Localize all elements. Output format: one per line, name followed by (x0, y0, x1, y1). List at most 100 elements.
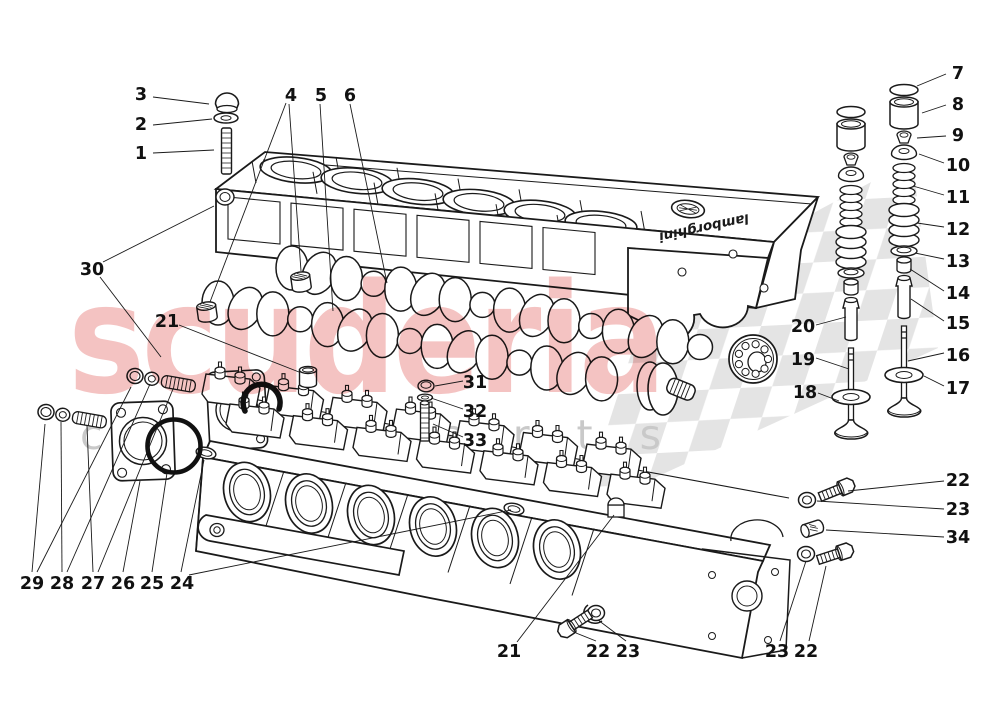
leader-line (99, 276, 162, 358)
dome-cap-nut (607, 497, 625, 518)
camshaft-upper (275, 245, 778, 384)
part-label-28-26: 28 (50, 574, 74, 594)
part-label-7-8: 7 (952, 64, 964, 84)
leader-line (209, 102, 287, 303)
leader-line (66, 383, 151, 573)
leader-line (847, 480, 945, 492)
o-ring (145, 417, 203, 475)
leader-line (516, 514, 615, 643)
part-label-23-33: 23 (616, 642, 640, 662)
leader-line (180, 459, 205, 573)
leader-line (288, 103, 302, 272)
leader-line (122, 480, 141, 573)
part-label-5-4: 5 (315, 86, 327, 106)
part-label-22-32: 22 (586, 642, 610, 662)
part-label-1-2: 1 (135, 144, 147, 164)
leader-line (152, 96, 210, 105)
part-label-31-22: 31 (463, 373, 487, 393)
leader-line (575, 632, 597, 642)
leader-line (916, 73, 947, 87)
cam-bushing (298, 365, 318, 389)
leader-line (97, 388, 174, 573)
part-label-20-19: 20 (791, 317, 815, 337)
leader-line (779, 560, 807, 642)
leader-line (102, 205, 215, 263)
part-label-11-12: 11 (946, 188, 970, 208)
exploded-drawing: lamborghini (37, 83, 924, 660)
leader-line (151, 472, 168, 573)
leader-line (921, 104, 947, 114)
part-label-23-37: 23 (946, 500, 970, 520)
leader-line (430, 397, 464, 410)
leader-line (349, 103, 388, 284)
leader-line (817, 392, 840, 402)
bolt-22 (816, 475, 858, 505)
part-label-30-6: 30 (80, 260, 104, 280)
leader-line (178, 324, 300, 373)
leader-line (916, 135, 947, 139)
part-label-10-11: 10 (946, 156, 970, 176)
leader-line (914, 252, 945, 260)
cam-cover: lamborghini (213, 151, 820, 344)
leader-line (909, 268, 945, 292)
leader-line (815, 316, 847, 326)
leader-line (923, 375, 945, 387)
part-label-6-5: 6 (344, 86, 356, 106)
cylinder-head (194, 362, 791, 660)
part-label-8-9: 8 (952, 95, 964, 115)
part-label-29-25: 29 (20, 574, 44, 594)
leader-line (907, 352, 945, 362)
leader-line (808, 565, 827, 642)
part-label-34-38: 34 (946, 528, 970, 548)
leader-line (86, 425, 94, 573)
part-label-15-16: 15 (946, 314, 970, 334)
leader-line (597, 619, 627, 642)
leader-line (825, 529, 945, 538)
bolt-22 (814, 540, 856, 568)
watermark-brand: scuderia (68, 251, 663, 428)
part-label-16-17: 16 (946, 346, 970, 366)
part-label-22-36: 22 (946, 471, 970, 491)
leader-line (188, 509, 512, 576)
leader-line (31, 423, 46, 573)
leader-line (434, 380, 464, 387)
part-label-33-24: 33 (463, 431, 487, 451)
leader-line (916, 222, 945, 228)
leader-line (816, 500, 945, 510)
leader-line (36, 386, 132, 573)
end-plate-front (110, 400, 176, 482)
head-right-end (701, 519, 791, 659)
part-label-21-7: 21 (155, 312, 179, 332)
part-label-23-34: 23 (765, 642, 789, 662)
part-label-2-1: 2 (135, 115, 147, 135)
washer-23 (797, 491, 817, 509)
leader-line (152, 118, 213, 126)
half-moon-seal (240, 381, 283, 414)
part-label-32-23: 32 (463, 402, 487, 422)
leader-line (60, 421, 63, 573)
leader-line (319, 103, 334, 312)
part-label-19-20: 19 (791, 350, 815, 370)
part-label-13-14: 13 (946, 252, 970, 272)
part-label-12-13: 12 (946, 220, 970, 240)
part-label-9-10: 9 (952, 126, 964, 146)
leader-line (912, 185, 945, 196)
washer-23 (796, 545, 816, 563)
leader-line (152, 149, 215, 154)
part-label-14-15: 14 (946, 284, 970, 304)
acorn-nut-washer-stud (213, 92, 240, 175)
part-label-25-29: 25 (140, 574, 164, 594)
leader-line (432, 423, 464, 438)
stud-washer-nut-33 (416, 379, 435, 442)
leader-line (910, 298, 945, 322)
leader-line (918, 153, 945, 164)
part-label-27-27: 27 (81, 574, 105, 594)
part-label-22-35: 22 (794, 642, 818, 662)
part-label-26-28: 26 (111, 574, 135, 594)
part-label-17-18: 17 (946, 379, 970, 399)
part-label-4-3: 4 (285, 86, 297, 106)
part-label-21-31: 21 (497, 642, 521, 662)
